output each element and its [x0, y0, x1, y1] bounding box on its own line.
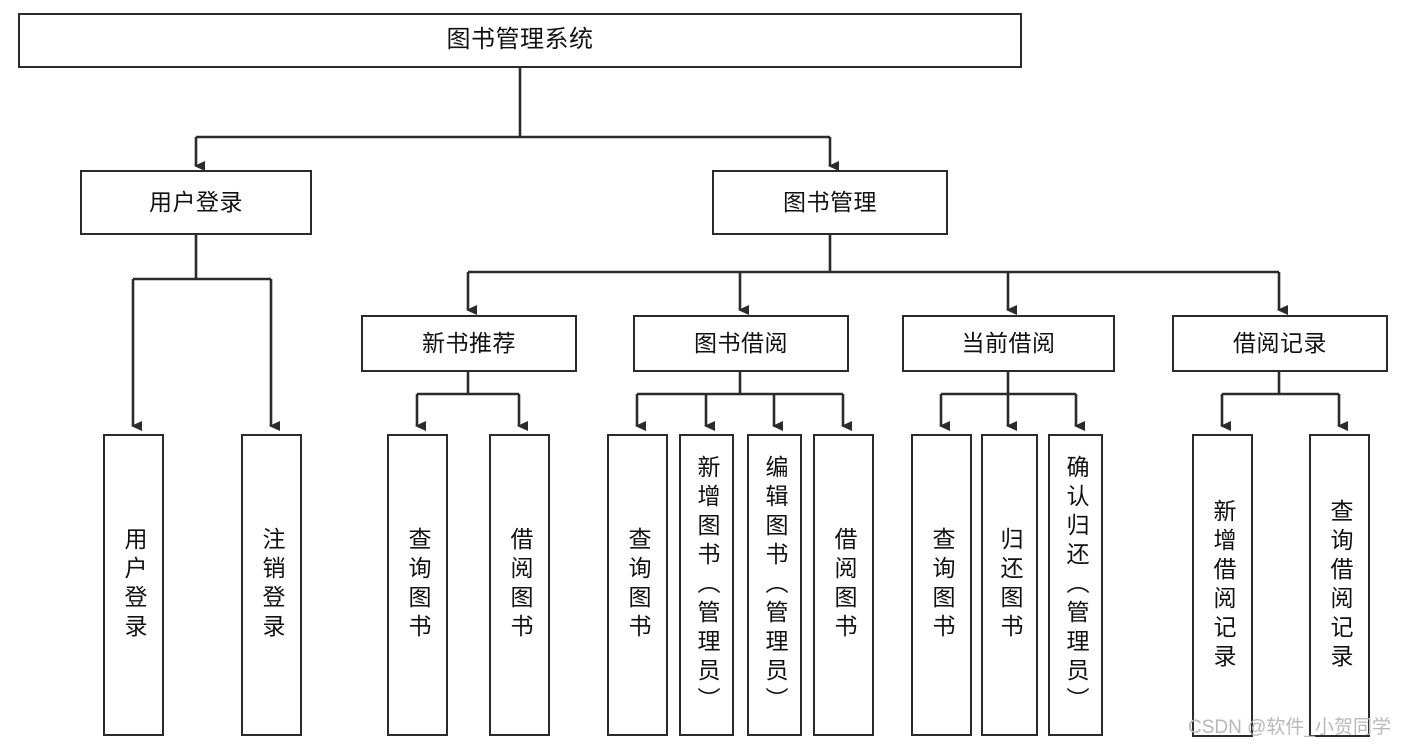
node-book-borrow[interactable]: 图书借阅: [633, 315, 849, 372]
node-label: 借阅记录: [1233, 329, 1327, 356]
node-label: 新书推荐: [422, 329, 516, 356]
node-label: 用户登录: [121, 527, 147, 643]
node-label: 确认归还（管理员）: [1063, 454, 1089, 716]
csdn-watermark: CSDN @软件_小贺同学: [1188, 717, 1391, 738]
node-label: 查询图书: [929, 527, 955, 643]
node-label: 借阅图书: [831, 527, 857, 643]
node-label: 借阅图书: [507, 527, 533, 643]
leaf-user-login-logout[interactable]: 注销登录: [241, 434, 302, 736]
node-label: 图书管理系统: [446, 26, 594, 54]
leaf-book-borrow-add[interactable]: 新增图书（管理员）: [679, 434, 734, 736]
node-book-management[interactable]: 图书管理: [712, 170, 948, 235]
node-label: 当前借阅: [961, 329, 1056, 356]
node-label: 查询借阅记录: [1327, 498, 1353, 673]
node-label: 编辑图书（管理员）: [762, 454, 788, 716]
node-new-book-recommend[interactable]: 新书推荐: [361, 315, 577, 372]
leaf-book-borrow-edit[interactable]: 编辑图书（管理员）: [747, 434, 802, 736]
node-current-borrow[interactable]: 当前借阅: [902, 315, 1115, 372]
leaf-current-borrow-confirm[interactable]: 确认归还（管理员）: [1048, 434, 1103, 736]
leaf-new-book-query[interactable]: 查询图书: [387, 434, 448, 736]
leaf-current-borrow-return[interactable]: 归还图书: [981, 434, 1038, 736]
leaf-borrow-record-add[interactable]: 新增借阅记录: [1192, 434, 1253, 737]
node-borrow-record[interactable]: 借阅记录: [1172, 315, 1388, 372]
leaf-new-book-borrow[interactable]: 借阅图书: [489, 434, 550, 736]
node-label: 新增图书（管理员）: [694, 454, 720, 716]
leaf-borrow-record-query[interactable]: 查询借阅记录: [1309, 434, 1370, 737]
node-label: 图书借阅: [694, 329, 788, 356]
node-label: 注销登录: [259, 527, 285, 643]
node-label: 归还图书: [997, 527, 1023, 643]
leaf-current-borrow-query[interactable]: 查询图书: [911, 434, 972, 736]
leaf-user-login-login[interactable]: 用户登录: [103, 434, 164, 736]
node-label: 查询图书: [405, 527, 431, 643]
leaf-book-borrow-borrow[interactable]: 借阅图书: [813, 434, 874, 736]
node-label: 用户登录: [149, 188, 243, 215]
node-user-login[interactable]: 用户登录: [80, 170, 312, 235]
leaf-book-borrow-query[interactable]: 查询图书: [607, 434, 668, 736]
node-label: 查询图书: [625, 527, 651, 643]
node-label: 图书管理: [783, 188, 877, 215]
node-label: 新增借阅记录: [1210, 498, 1236, 673]
node-root-system[interactable]: 图书管理系统: [18, 13, 1022, 68]
